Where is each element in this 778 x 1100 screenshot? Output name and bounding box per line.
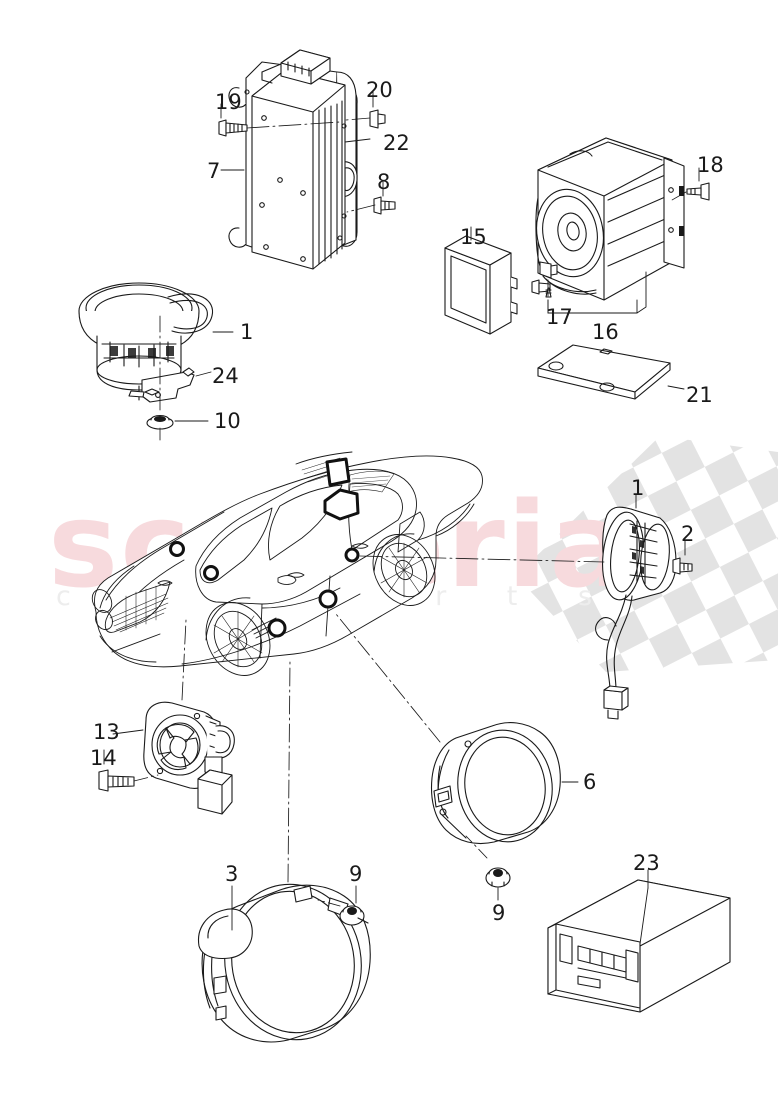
- bolt-17: [531, 279, 552, 298]
- callout-9-lower[interactable]: 9: [492, 901, 506, 925]
- callout-23[interactable]: 23: [633, 851, 660, 875]
- bolt-18: [686, 182, 710, 201]
- grommet-9-left: [339, 905, 369, 926]
- callout-10[interactable]: 10: [214, 409, 241, 433]
- callout-13[interactable]: 13: [93, 720, 120, 744]
- callout-3[interactable]: 3: [225, 862, 239, 886]
- callout-9-left[interactable]: 9: [349, 862, 363, 886]
- bolt-19: [218, 119, 248, 137]
- speaker-enclosure-6: [335, 613, 579, 901]
- tweeter-housing-13: [98, 619, 235, 815]
- amplifier-assembly: [218, 49, 396, 270]
- callout-14[interactable]: 14: [90, 746, 117, 770]
- cd-changer-23: [547, 869, 731, 1013]
- grommet-9-lower: [485, 867, 511, 888]
- bolt-8: [373, 196, 396, 215]
- callout-20[interactable]: 20: [366, 78, 393, 102]
- callout-17[interactable]: 17: [546, 305, 573, 329]
- callout-15[interactable]: 15: [460, 225, 487, 249]
- callout-7[interactable]: 7: [207, 159, 221, 183]
- cover-plate-21: [537, 344, 685, 400]
- filter-panel-15: [444, 226, 518, 335]
- callout-2[interactable]: 2: [681, 522, 695, 546]
- subwoofer-assembly: [531, 137, 710, 314]
- grommet-10: [146, 414, 174, 430]
- nut-20: [369, 109, 386, 129]
- callout-24[interactable]: 24: [212, 364, 239, 388]
- speaker-assembly-left: [78, 282, 234, 441]
- callout-16[interactable]: 16: [592, 320, 619, 344]
- vehicle-illustration: [91, 451, 483, 676]
- callout-1-left[interactable]: 1: [240, 320, 254, 344]
- bass-speaker-3: [197, 659, 371, 1043]
- callout-8[interactable]: 8: [377, 170, 391, 194]
- callout-22[interactable]: 22: [383, 131, 410, 155]
- bolt-14: [98, 769, 135, 792]
- callout-18[interactable]: 18: [697, 153, 724, 177]
- callout-1-right[interactable]: 1: [631, 476, 645, 500]
- callout-6[interactable]: 6: [583, 770, 597, 794]
- callout-21[interactable]: 21: [686, 383, 713, 407]
- callout-19[interactable]: 19: [215, 90, 242, 114]
